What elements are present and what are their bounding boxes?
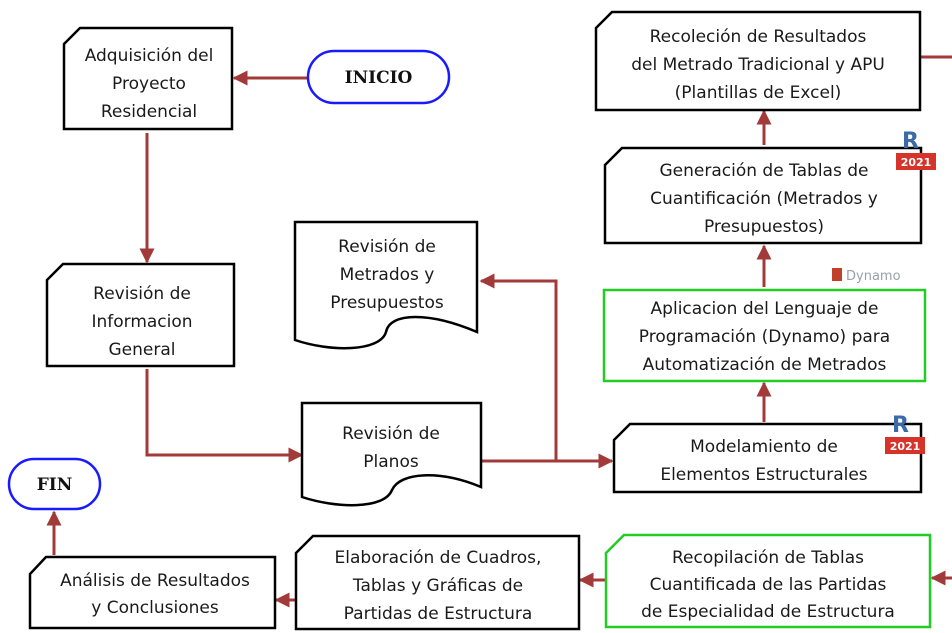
node-generacion-line-2: Cuantificación (Metrados y <box>650 189 878 209</box>
node-modelamiento: Modelamiento de Elementos Estructurales <box>612 422 923 494</box>
node-analisis-line-2: y Conclusiones <box>91 598 219 618</box>
node-revision-info-line-3: General <box>109 340 176 360</box>
node-elaboracion-shape <box>294 534 581 631</box>
node-elaboracion-line-2: Tablas y Gráficas de <box>352 576 523 596</box>
node-analisis-shape <box>28 555 277 630</box>
node-recopilacion: Recopilación de Tablas Cuantificada de l… <box>604 533 932 629</box>
node-aplicacion: Aplicacion del Lenguaje de Programación … <box>602 288 927 383</box>
node-recopilacion-shape <box>604 533 932 629</box>
dynamo-badge: Dynamo <box>832 268 901 284</box>
start-terminal-shape <box>306 49 451 105</box>
start-terminal: INICIO <box>306 49 451 105</box>
node-recopilacion-line-3: de Especialidad de Estructura <box>641 602 895 622</box>
node-recopilacion-line-1: Recopilación de Tablas <box>672 548 864 568</box>
node-elaboracion-line-3: Partidas de Estructura <box>344 604 533 624</box>
node-generacion-line-3: Presupuestos) <box>704 217 824 237</box>
node-recoleccion-line-2: del Metrado Tradicional y APU <box>631 55 885 75</box>
node-generacion-line-1: Generación de Tablas de <box>659 161 868 181</box>
node-adquisicion-line-3: Residencial <box>101 102 197 122</box>
revit-year-plate <box>885 437 925 454</box>
node-revision-planos: Revisión de Planos <box>300 401 483 507</box>
node-generacion: Generación de Tablas de Cuantificación (… <box>603 146 923 245</box>
node-revision-info: Revisión de Informacion General <box>45 262 236 368</box>
node-generacion-shape <box>603 146 923 245</box>
node-revision-planos-line-1: Revisión de <box>342 424 440 444</box>
revit-year-plate <box>896 153 936 170</box>
node-aplicacion-shape <box>602 288 927 383</box>
node-revision-info-line-1: Revisión de <box>93 284 191 304</box>
revit-year-label: 2021 <box>890 440 921 453</box>
revit-logo-icon: R <box>902 129 919 154</box>
node-revision-info-shape <box>45 262 236 368</box>
node-recopilacion-line-2: Cuantificada de las Partidas <box>650 575 887 595</box>
end-terminal: FIN <box>7 457 102 511</box>
dynamo-label: Dynamo <box>846 269 901 284</box>
node-revision-planos-line-2: Planos <box>363 452 419 472</box>
node-revision-metrados-line-3: Presupuestos <box>330 293 444 313</box>
end-terminal-label: FIN <box>37 475 73 495</box>
node-elaboracion: Elaboración de Cuadros, Tablas y Gráfica… <box>294 534 581 631</box>
revit-2021-badge-modelamiento: R 2021 <box>885 413 925 454</box>
node-revision-metrados-line-2: Metrados y <box>340 265 435 285</box>
node-revision-metrados: Revisión de Metrados y Presupuestos <box>293 220 479 350</box>
end-terminal-shape <box>7 457 102 511</box>
node-modelamiento-shape <box>612 422 923 494</box>
node-modelamiento-line-1: Modelamiento de <box>690 437 838 457</box>
revit-2021-badge-generacion: R 2021 <box>896 129 936 170</box>
arrow-branch-to-revision-metrados <box>479 273 558 461</box>
node-elaboracion-line-1: Elaboración de Cuadros, <box>335 548 542 568</box>
node-analisis: Análisis de Resultados y Conclusiones <box>28 555 277 630</box>
arrow-revision-info-to-planos <box>145 369 304 463</box>
node-adquisicion-line-1: Adquisición del <box>85 46 214 66</box>
node-recoleccion-shape <box>594 10 922 112</box>
node-adquisicion: Adquisición del Proyecto Residencial <box>62 26 234 131</box>
node-adquisicion-line-2: Proyecto <box>112 74 186 94</box>
node-analisis-line-1: Análisis de Resultados <box>60 571 250 591</box>
node-revision-info-line-2: Informacion <box>91 312 192 332</box>
node-modelamiento-line-2: Elementos Estructurales <box>660 465 867 485</box>
node-aplicacion-line-2: Programación (Dynamo) para <box>639 327 890 347</box>
node-aplicacion-line-1: Aplicacion del Lenguaje de <box>651 299 879 319</box>
revit-year-label: 2021 <box>901 156 932 169</box>
node-revision-planos-shape <box>300 401 483 507</box>
start-terminal-label: INICIO <box>345 68 413 88</box>
node-revision-metrados-shape <box>293 220 479 350</box>
node-recoleccion: Recoleción de Resultados del Metrado Tra… <box>594 10 922 112</box>
node-adquisicion-shape <box>62 26 234 131</box>
node-recoleccion-line-3: (Plantillas de Excel) <box>675 83 842 103</box>
revit-logo-icon: R <box>892 413 909 438</box>
node-recoleccion-line-1: Recoleción de Resultados <box>650 27 867 47</box>
dynamo-logo-icon <box>832 268 842 281</box>
connectors <box>46 55 952 608</box>
node-aplicacion-line-3: Automatización de Metrados <box>643 355 887 375</box>
node-revision-metrados-line-1: Revisión de <box>338 237 436 257</box>
